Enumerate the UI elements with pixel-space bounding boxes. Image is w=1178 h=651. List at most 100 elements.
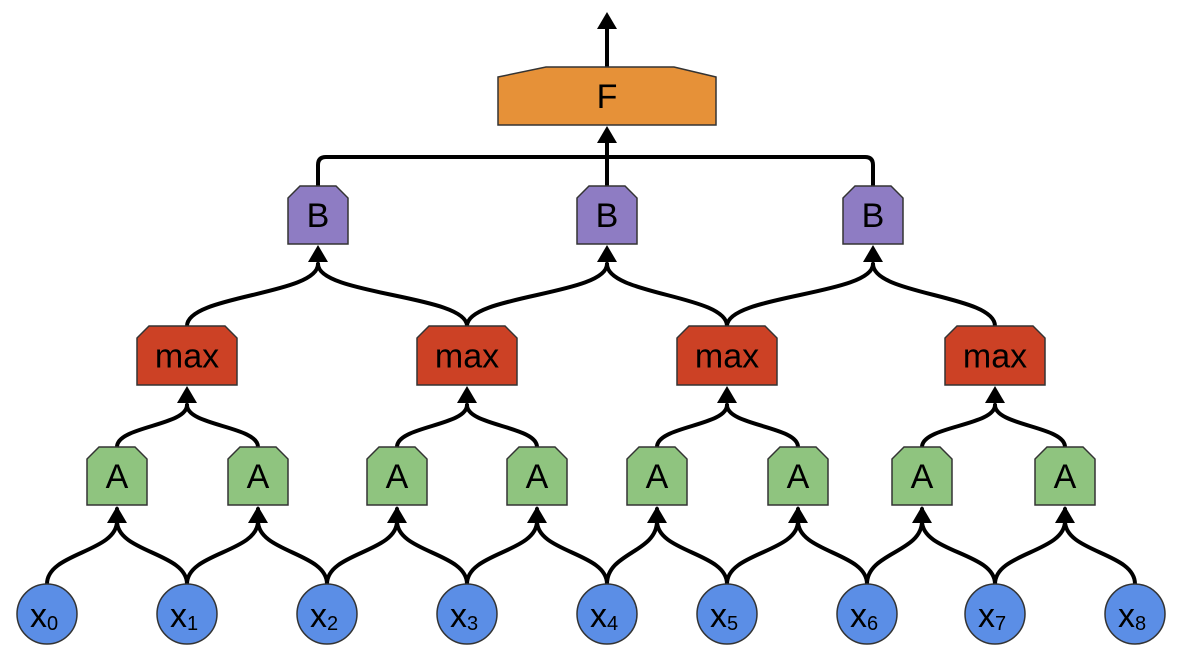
a-node-label: A	[646, 458, 669, 496]
edge-a-to-max	[655, 403, 729, 449]
edge-input-to-a	[655, 519, 729, 586]
input-node-label: x0	[30, 597, 58, 635]
input-node-5	[696, 583, 758, 645]
a-node-label: A	[911, 458, 934, 496]
edge-input-to-a	[115, 519, 189, 586]
arrow-up-icon	[308, 245, 328, 262]
a-node-label: A	[787, 458, 810, 496]
a-node-label: A	[386, 458, 409, 496]
arrows-layer	[107, 12, 1075, 523]
edge-input-to-a	[256, 519, 329, 586]
edge-input-to-a	[535, 519, 609, 586]
input-node-4	[576, 583, 638, 645]
max-node-1	[416, 325, 518, 386]
edges-layer	[45, 26, 1137, 586]
arrow-up-icon	[387, 506, 407, 523]
arrow-up-icon	[1055, 506, 1075, 523]
input-node-label: x3	[450, 597, 478, 635]
input-node-label: x5	[710, 597, 738, 635]
edge-a-to-max	[185, 403, 260, 449]
a-node-3	[506, 446, 568, 506]
a-node-2	[366, 446, 428, 506]
a-node-7	[1034, 446, 1096, 506]
arrow-up-icon	[177, 386, 197, 403]
edge-a-to-max	[920, 403, 997, 449]
edge-input-to-a	[395, 519, 469, 586]
input-node-label: x7	[978, 597, 1006, 635]
b-node-0	[287, 185, 349, 245]
edge-input-to-a	[993, 519, 1067, 586]
edge-a-to-max	[725, 403, 800, 449]
edge-input-to-a	[185, 519, 260, 586]
edge-max-to-b	[316, 262, 469, 328]
a-node-5	[767, 446, 829, 506]
input-node-label: x6	[850, 597, 878, 635]
arrow-up-icon	[912, 506, 932, 523]
max-node-label: max	[695, 338, 759, 376]
input-node-label: x8	[1118, 597, 1146, 635]
edge-a-to-max	[993, 403, 1067, 449]
max-node-label: max	[963, 338, 1027, 376]
b-node-label: B	[596, 197, 619, 235]
arrow-up-icon	[527, 506, 547, 523]
a-node-0	[86, 446, 148, 506]
edge-max-to-b	[465, 262, 609, 328]
input-node-2	[296, 583, 358, 645]
arrow-up-icon	[985, 386, 1005, 403]
edge-input-to-a	[920, 519, 997, 586]
max-node-3	[944, 325, 1046, 386]
edge-max-to-b	[605, 262, 729, 328]
edge-max-to-b	[185, 262, 320, 328]
max-node-label: max	[435, 338, 499, 376]
input-node-label: x1	[170, 597, 198, 635]
arrow-up-icon	[597, 245, 617, 262]
input-node-7	[964, 583, 1026, 645]
edge-input-to-a	[796, 519, 869, 586]
input-node-8	[1104, 583, 1166, 645]
arrow-up-icon	[248, 506, 268, 523]
f-node-label: F	[597, 78, 618, 116]
edge-input-to-a	[1063, 519, 1137, 586]
b-node-2	[842, 185, 904, 245]
arrow-up-icon	[863, 245, 883, 262]
edge-input-to-a	[465, 519, 539, 586]
arrow-up-icon	[788, 506, 808, 523]
arrow-up-icon	[597, 12, 617, 29]
a-node-label: A	[247, 458, 270, 496]
arrow-up-icon	[717, 386, 737, 403]
arrow-up-icon	[647, 506, 667, 523]
arrow-up-icon	[457, 386, 477, 403]
edge-input-to-a	[325, 519, 399, 586]
input-node-label: x2	[310, 597, 338, 635]
a-node-6	[891, 446, 953, 506]
edge-a-to-max	[465, 403, 539, 449]
a-node-label: A	[1054, 458, 1077, 496]
b-node-label: B	[862, 197, 885, 235]
b-node-label: B	[307, 197, 330, 235]
input-node-1	[156, 583, 218, 645]
edge-max-to-b	[725, 262, 875, 328]
edge-input-to-a	[865, 519, 924, 586]
f-node	[497, 66, 717, 126]
edge-a-to-max	[115, 403, 189, 449]
edge-input-to-a	[605, 519, 659, 586]
edge-a-to-max	[395, 403, 469, 449]
a-node-label: A	[526, 458, 549, 496]
edge-b-to-f-bus	[316, 155, 875, 188]
a-node-4	[626, 446, 688, 506]
edge-input-to-a	[45, 519, 119, 586]
max-node-0	[136, 325, 238, 386]
input-node-3	[436, 583, 498, 645]
arrow-up-icon	[597, 126, 617, 143]
b-node-1	[576, 185, 638, 245]
edge-max-to-b	[871, 262, 997, 328]
max-node-label: max	[155, 338, 219, 376]
edge-input-to-a	[725, 519, 800, 586]
input-node-label: x4	[590, 597, 618, 635]
input-node-6	[836, 583, 898, 645]
a-node-1	[227, 446, 289, 506]
max-node-2	[676, 325, 778, 386]
arrow-up-icon	[107, 506, 127, 523]
a-node-label: A	[106, 458, 129, 496]
